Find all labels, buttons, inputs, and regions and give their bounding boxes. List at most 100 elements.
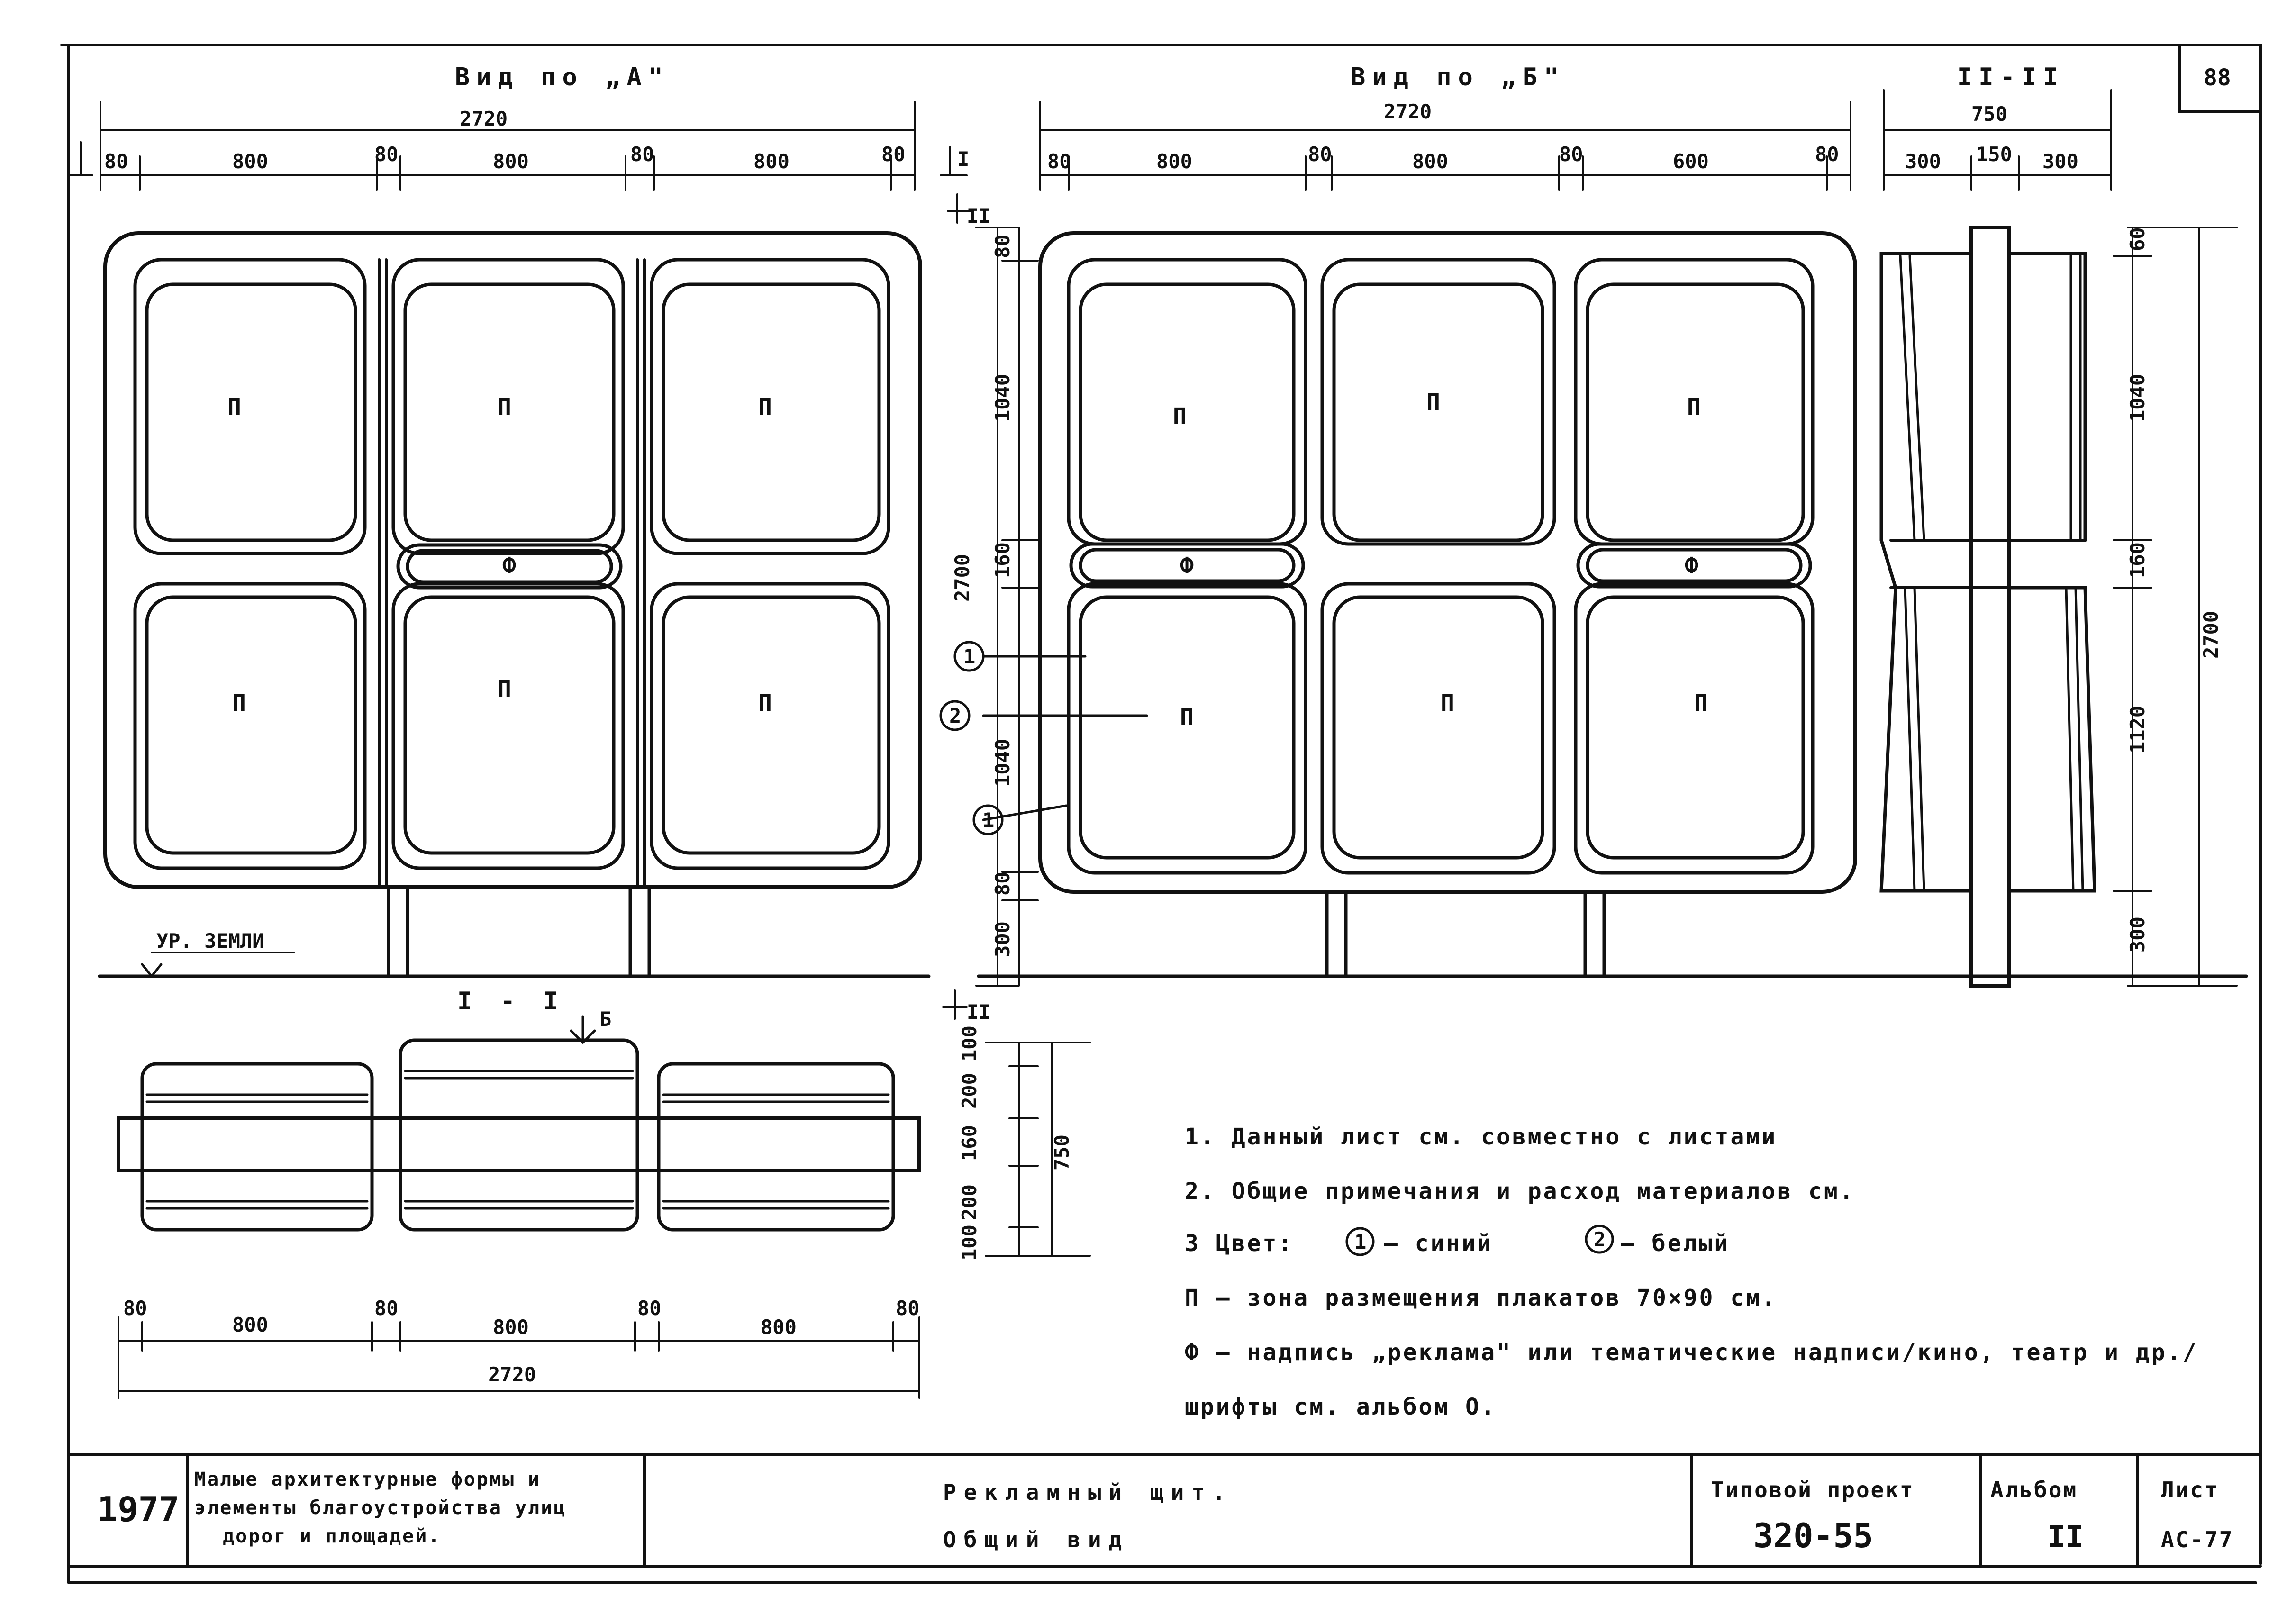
view-b-seg-3: 80	[1308, 143, 1332, 166]
view-a-seg-3: 80	[374, 143, 399, 166]
note-3: 3 Цвет:	[1185, 1230, 1294, 1257]
sheet-number: 88	[2204, 64, 2231, 91]
s1-vert-2: 200	[958, 1073, 981, 1109]
note-3-blue: — синий	[1384, 1230, 1493, 1257]
tb-sheet-label: Лист	[2161, 1477, 2219, 1503]
s2-vert-1: 60	[2126, 227, 2149, 251]
view-b	[939, 231, 2248, 978]
s1-vert-5: 100	[958, 1225, 981, 1261]
s2-vert-total: 2700	[2199, 611, 2223, 659]
section2-seg-2: 150	[1976, 143, 2012, 166]
section1-arrow-label: Б	[599, 1007, 611, 1031]
tb-series-3: дорог и площадей.	[223, 1525, 441, 1547]
note-4: П — зона размещения плакатов 70×90 см.	[1185, 1285, 1777, 1311]
s2-vert-5: 300	[2126, 916, 2149, 953]
view-b-seg-2: 800	[1156, 150, 1192, 173]
s1-seg-1: 80	[123, 1297, 147, 1320]
s1-vert-4: 200	[958, 1184, 981, 1220]
tb-series-2: элементы благоустройства улиц	[194, 1497, 566, 1519]
s1-seg-6: 800	[761, 1316, 797, 1339]
poster-a-6: П	[758, 690, 772, 717]
sheet-number-box	[2178, 44, 2262, 113]
poster-a-3: П	[758, 394, 772, 420]
s1-overall: 2720	[488, 1363, 536, 1386]
section2-title: II-II	[1957, 63, 2065, 91]
tb-project-label: Типовой проект	[1711, 1477, 1915, 1503]
view-a-seg-4: 800	[493, 150, 529, 173]
note-2: 2. Общие примечания и расход материалов …	[1185, 1178, 1855, 1205]
view-b-seg-5: 80	[1559, 143, 1583, 166]
b-vert-3: 160	[991, 542, 1014, 578]
section-2-2	[1879, 226, 2096, 988]
view-a-seg-2: 800	[232, 150, 268, 173]
s1-seg-3: 80	[374, 1297, 399, 1320]
poster-a-2: П	[498, 394, 511, 420]
note-3-white: — белый	[1621, 1230, 1730, 1257]
view-a	[98, 231, 931, 979]
tb-sheet-code: АС-77	[2161, 1527, 2233, 1552]
title-block	[67, 1453, 2262, 1568]
b-vert-total: 2700	[951, 554, 974, 602]
b-vert-6: 300	[991, 921, 1014, 957]
s1-seg-4: 800	[493, 1316, 529, 1339]
inscription-b-2: Ф	[1685, 553, 1698, 579]
b-vert-2: 1040	[991, 374, 1014, 422]
s1-vert-3: 160	[958, 1125, 981, 1161]
view-b-seg-4: 800	[1412, 150, 1448, 173]
tb-album-label: Альбом	[1990, 1477, 2078, 1503]
b-vert-5: 80	[991, 871, 1014, 896]
section-1-1	[117, 1015, 921, 1232]
sheet-border	[60, 44, 2262, 1584]
tb-album-number: II	[2047, 1520, 2084, 1555]
view-a-seg-6: 800	[753, 150, 790, 173]
poster-b-3: П	[1687, 394, 1701, 420]
poster-a-1: П	[227, 394, 241, 420]
tb-series-1: Малые архитектурные формы и	[194, 1469, 541, 1490]
tb-project-number: 320-55	[1753, 1516, 1873, 1555]
view-b-seg-6: 600	[1673, 150, 1709, 173]
tb-name-1: Рекламный щит.	[943, 1479, 1233, 1505]
cut-mark-2-bottom: II	[967, 1000, 991, 1024]
inscription-b-1: Ф	[1180, 553, 1194, 579]
callout-b-2: 2	[949, 704, 961, 727]
view-a-seg-7: 80	[881, 143, 906, 166]
b-vert-4: 1040	[991, 739, 1014, 787]
section2-overall: 750	[1971, 102, 2007, 126]
note-3-callout-1: 1	[1354, 1230, 1366, 1253]
cut-mark-1-right: I	[957, 147, 969, 171]
poster-b-2: П	[1426, 389, 1440, 416]
note-5: Ф — надпись „реклама" или тематические н…	[1185, 1339, 2198, 1366]
section1-title: I - I	[457, 987, 565, 1016]
view-b-title: Вид по „Б"	[1351, 63, 1565, 91]
poster-b-5: П	[1441, 690, 1454, 717]
poster-a-5: П	[498, 676, 511, 702]
inscription-a: Ф	[502, 553, 516, 579]
section2-seg-1: 300	[1905, 150, 1941, 173]
s1-seg-7: 80	[896, 1297, 920, 1320]
poster-b-4: П	[1180, 704, 1194, 731]
cut-mark-2-top: II	[967, 204, 991, 227]
note-6: шрифты см. альбом О.	[1185, 1394, 1497, 1420]
b-vert-1: 80	[991, 234, 1014, 258]
s2-vert-2: 1040	[2126, 374, 2149, 422]
note-3-callout-2: 2	[1594, 1228, 1606, 1251]
section2-seg-3: 300	[2042, 150, 2078, 173]
s1-vert-1: 100	[958, 1025, 981, 1061]
ground-level-label: УР. ЗЕМЛИ	[156, 929, 264, 953]
s2-vert-4: 1120	[2126, 706, 2149, 753]
view-a-overall: 2720	[460, 107, 508, 130]
s1-seg-2: 800	[232, 1313, 268, 1336]
view-b-overall: 2720	[1384, 100, 1432, 123]
view-a-title: Вид по „А"	[455, 63, 670, 91]
note-1: 1. Данный лист см. совместно с листами	[1185, 1124, 1777, 1150]
s1-vert-total: 750	[1050, 1134, 1073, 1170]
view-a-seg-5: 80	[630, 143, 654, 166]
tb-name-2: Общий вид	[943, 1527, 1129, 1552]
s1-seg-5: 80	[637, 1297, 662, 1320]
s2-vert-3: 160	[2126, 542, 2149, 578]
view-b-seg-7: 80	[1815, 143, 1839, 166]
view-a-seg-1: 80	[104, 150, 128, 173]
poster-b-1: П	[1173, 403, 1187, 430]
poster-b-6: П	[1694, 690, 1708, 717]
